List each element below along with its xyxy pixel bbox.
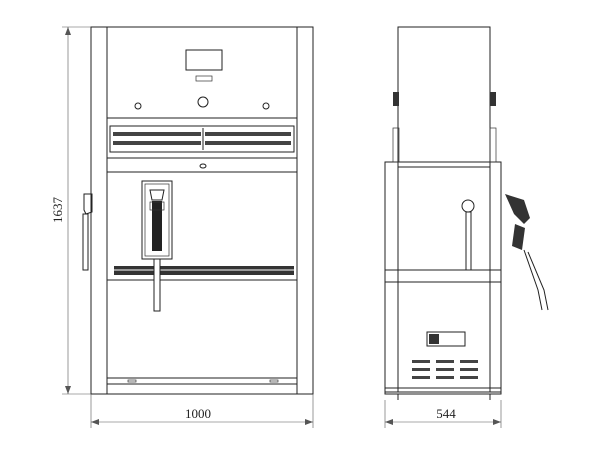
- side-right-bracket: [490, 92, 496, 106]
- side-hook-icon: [461, 199, 475, 213]
- side-base-plinth: [384, 387, 502, 395]
- height-label: 1637: [50, 197, 65, 224]
- height-arrow-top: [65, 27, 71, 35]
- base-slot-2: [269, 379, 279, 383]
- left-hook-icon: [83, 193, 93, 215]
- side-nameplate-logo: [429, 334, 439, 344]
- right-screw-icon: [262, 102, 270, 110]
- base-slot-1: [127, 379, 137, 383]
- depth-arrow-right: [493, 419, 501, 425]
- nozzle-grip: [152, 201, 162, 251]
- upper-vent-right-slot-2: [205, 141, 291, 145]
- front-body: [106, 26, 298, 395]
- side-left-bracket: [393, 92, 399, 106]
- upper-vent-left-slot-2: [113, 141, 201, 145]
- depth-label: 544: [436, 406, 456, 421]
- front-right-column: [296, 26, 314, 395]
- side-lower-body: [384, 161, 502, 393]
- display-indicator: [195, 75, 213, 82]
- center-button-icon: [197, 96, 209, 108]
- side-nozzle-body: [512, 224, 525, 250]
- upper-vent-right-slot: [205, 132, 291, 136]
- side-nozzle-head: [505, 194, 530, 224]
- side-right-panel: [489, 127, 497, 163]
- side-vent-grill: [412, 360, 478, 379]
- middle-lock-icon: [199, 163, 207, 169]
- side-upper-column: [397, 26, 491, 168]
- side-view: [384, 26, 549, 400]
- left-hook-rod: [82, 213, 89, 271]
- left-screw-icon: [134, 102, 142, 110]
- side-hose: [523, 249, 543, 311]
- front-view: [82, 26, 314, 395]
- nozzle-trigger: [149, 201, 165, 211]
- display-window: [185, 49, 223, 71]
- side-left-panel: [392, 127, 400, 163]
- width-label: 1000: [185, 406, 211, 421]
- front-base-plinth: [106, 377, 298, 385]
- side-hose-outer: [527, 251, 549, 311]
- depth-arrow-left: [385, 419, 393, 425]
- nozzle-holster-inner: [144, 183, 170, 257]
- front-hose: [153, 258, 161, 312]
- upper-vent-band: [109, 125, 295, 153]
- height-arrow-bottom: [65, 386, 71, 394]
- upper-vent-left-slot: [113, 132, 201, 136]
- front-left-column: [90, 26, 108, 395]
- width-arrow-left: [91, 419, 99, 425]
- side-nameplate: [426, 331, 466, 347]
- side-hook-rod: [465, 211, 472, 271]
- width-arrow-right: [305, 419, 313, 425]
- dimension-lines: [62, 26, 502, 428]
- nozzle-head: [149, 189, 165, 201]
